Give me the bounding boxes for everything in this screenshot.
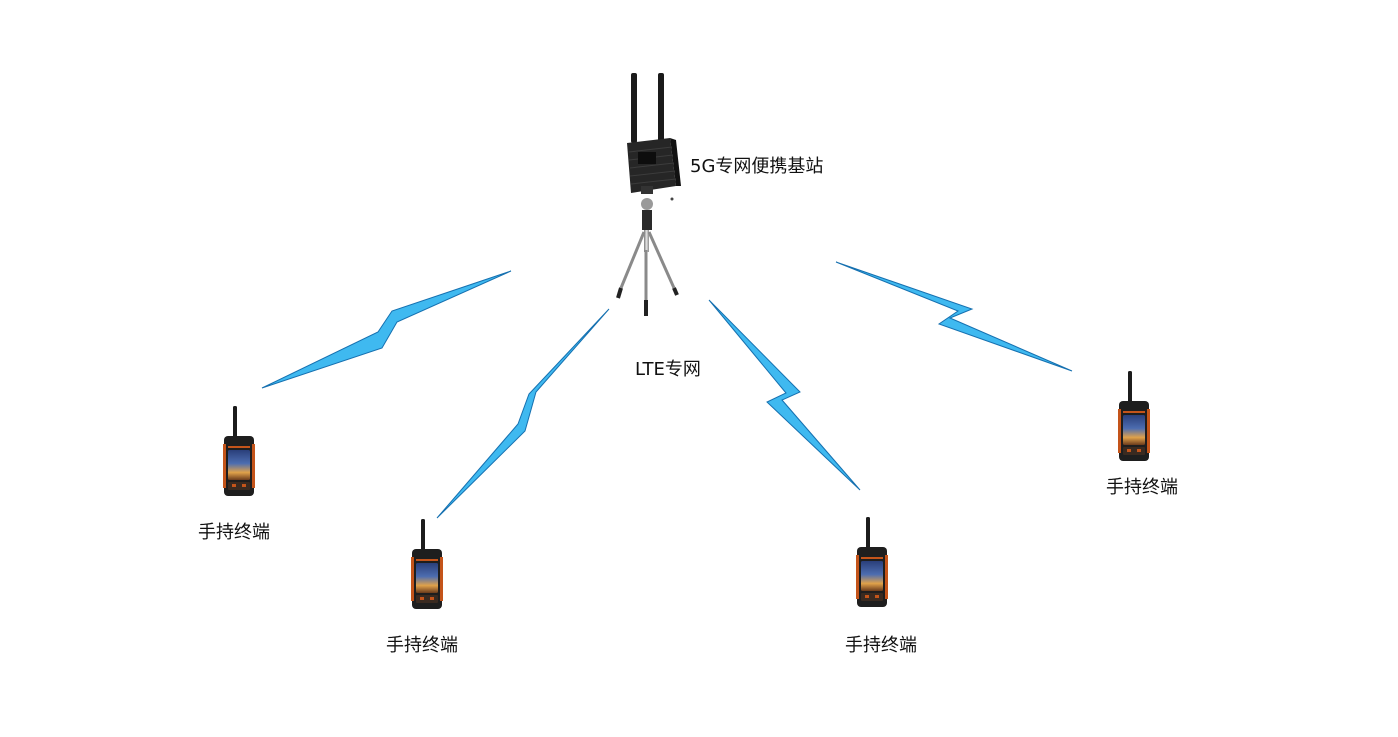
handheld-terminal-icon — [856, 517, 888, 607]
terminal-label: 手持终端 — [1106, 477, 1178, 498]
handheld-terminal-icon — [223, 406, 255, 496]
terminal-label: 手持终端 — [198, 522, 270, 543]
lightning-signal-icon — [708, 299, 861, 491]
lightning-signal-icon — [261, 270, 512, 389]
terminal-label: 手持终端 — [845, 635, 917, 656]
tripod-icon — [616, 186, 679, 316]
network-label: LTE专网 — [635, 359, 701, 380]
terminal-label: 手持终端 — [386, 635, 458, 656]
base-station-label: 5G专网便携基站 — [690, 156, 824, 177]
handheld-terminal-icon — [1118, 371, 1150, 461]
lightning-signal-icon — [436, 308, 610, 519]
lightning-signal-icon — [835, 261, 1073, 372]
base-station-icon — [627, 73, 681, 201]
handheld-terminal-icon — [411, 519, 443, 609]
